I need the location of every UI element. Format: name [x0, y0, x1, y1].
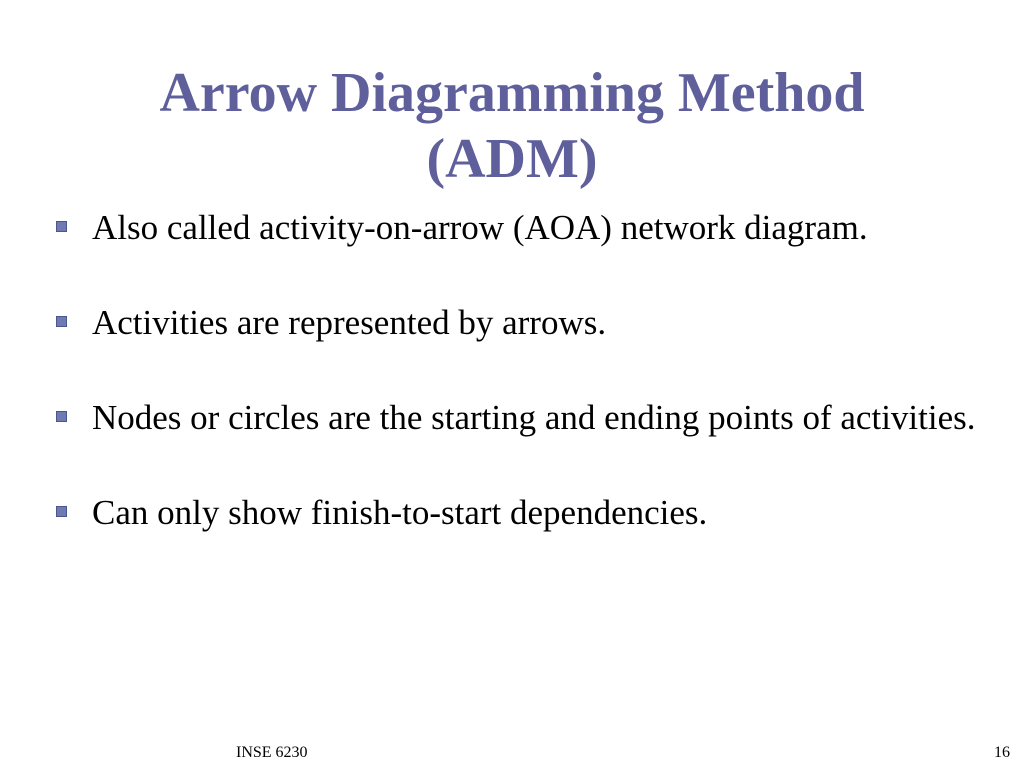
- bullet-list: Also called activity-on-arrow (AOA) netw…: [56, 205, 986, 585]
- square-bullet-icon: [56, 221, 67, 232]
- square-bullet-icon: [56, 411, 67, 422]
- slide-title: Arrow Diagramming Method (ADM): [60, 60, 964, 192]
- square-bullet-icon: [56, 506, 67, 517]
- slide-title-line-2: (ADM): [426, 127, 598, 190]
- bullet-item: Can only show finish-to-start dependenci…: [56, 490, 986, 536]
- bullet-text: Activities are represented by arrows.: [92, 303, 607, 342]
- slide-title-line-1: Arrow Diagramming Method: [159, 61, 865, 124]
- bullet-text: Can only show finish-to-start dependenci…: [92, 493, 708, 532]
- footer-page-number: 16: [994, 744, 1010, 761]
- bullet-text: Also called activity-on-arrow (AOA) netw…: [92, 208, 868, 247]
- bullet-text: Nodes or circles are the starting and en…: [92, 398, 976, 437]
- footer-course: INSE 6230: [236, 744, 308, 761]
- square-bullet-icon: [56, 316, 67, 327]
- bullet-item: Nodes or circles are the starting and en…: [56, 395, 986, 441]
- bullet-item: Also called activity-on-arrow (AOA) netw…: [56, 205, 986, 251]
- bullet-item: Activities are represented by arrows.: [56, 300, 986, 346]
